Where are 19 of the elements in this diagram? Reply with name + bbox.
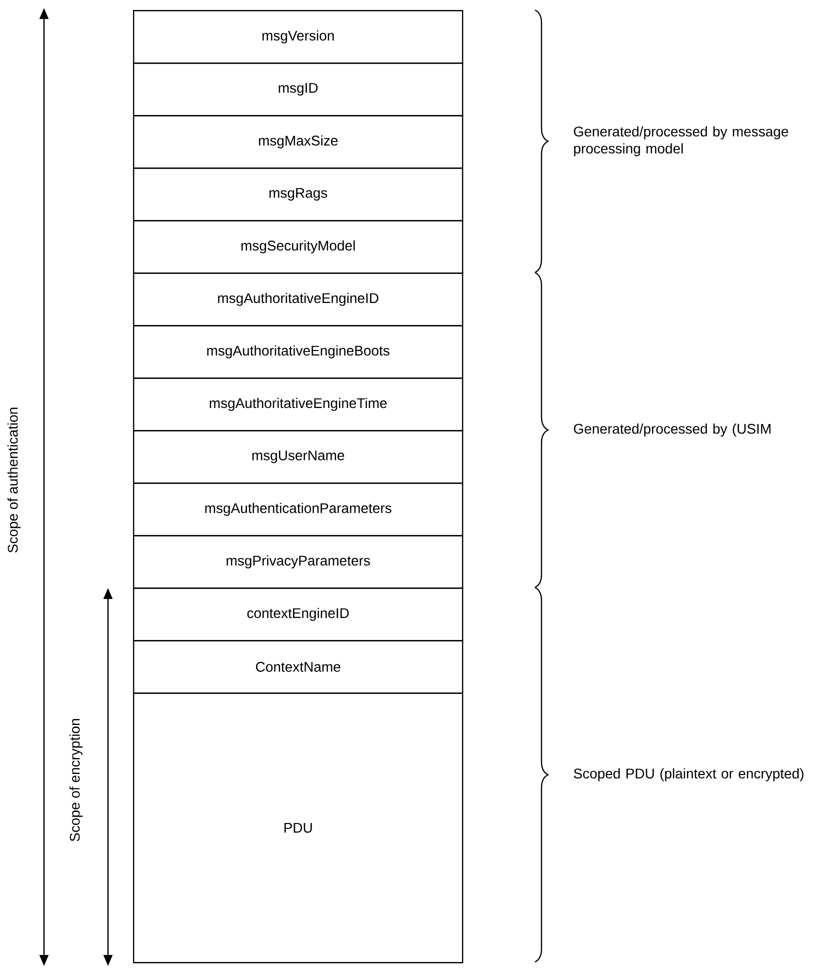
- field-box: msgAuthoritativeEngineBoots: [133, 325, 464, 379]
- field-box: msgID: [133, 62, 464, 116]
- field-box: contextEngineID: [133, 588, 464, 642]
- field-box: msgMaxSize: [133, 115, 464, 169]
- field-box: msgAuthoritativeEngineID: [133, 272, 464, 326]
- field-box: msgPrivacyParameters: [133, 535, 464, 589]
- field-box: msgUserName: [133, 430, 464, 484]
- field-box: msgAuthoritativeEngineTime: [133, 378, 464, 432]
- brace-label: Generated/processed by (USIM: [574, 423, 770, 437]
- brace-label: Generated/processed by message processing model: [574, 126, 788, 156]
- scope-label: Scope of encryption: [69, 719, 83, 842]
- field-box: ContextName: [133, 640, 464, 694]
- field-box: PDU: [133, 692, 464, 964]
- field-box: msgAuthenticationParameters: [133, 482, 464, 536]
- brace-label: Scoped PDU (plaintext or encrypted): [574, 768, 804, 782]
- field-box: msgSecurityModel: [133, 220, 464, 274]
- field-box: msgVersion: [133, 10, 464, 64]
- field-box: msgRags: [133, 168, 464, 222]
- scope-label: Scope of authentication: [7, 408, 21, 553]
